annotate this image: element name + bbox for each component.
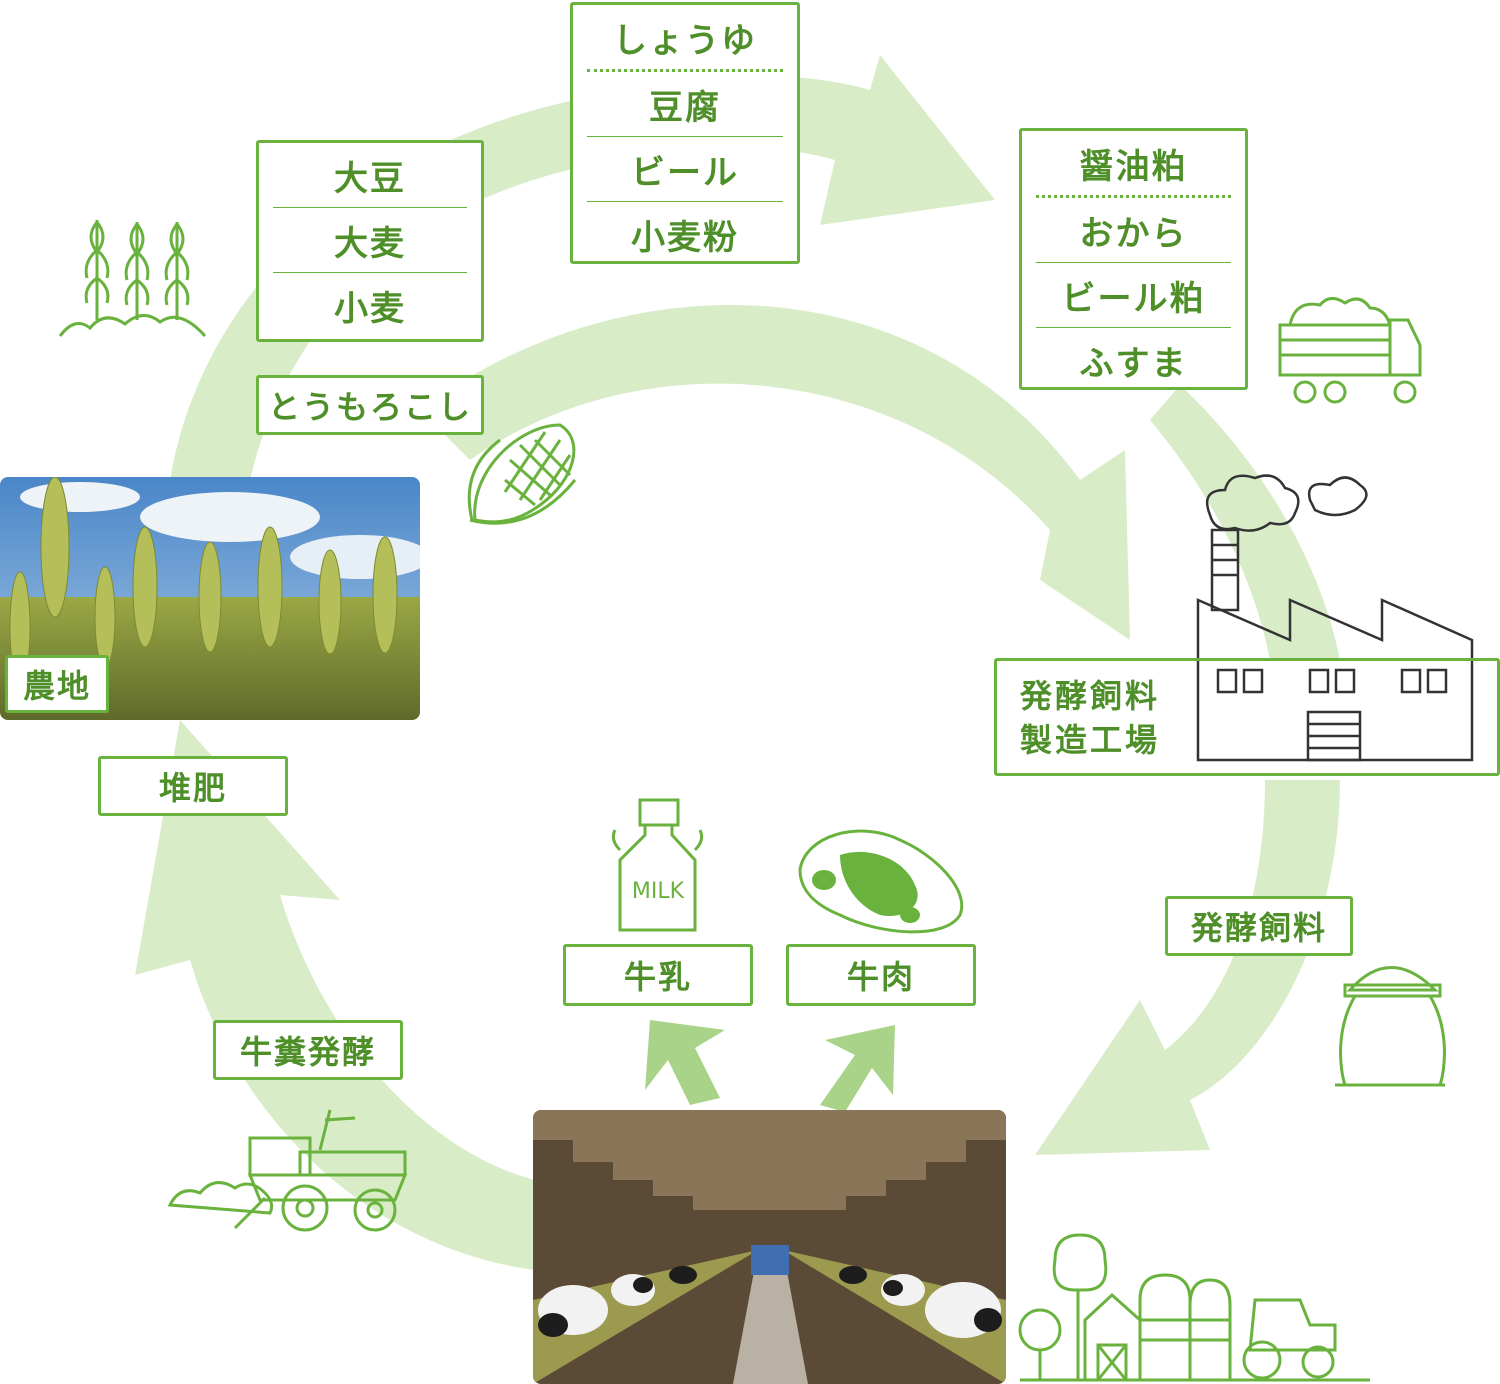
- cow-barn-photo: [533, 1110, 1006, 1384]
- crops-box: 大豆 大麦 小麦: [256, 140, 484, 342]
- fermented-feed-label: 発酵飼料: [1165, 896, 1353, 956]
- beef-label: 牛肉: [786, 944, 976, 1006]
- byproduct-bran: ふすま: [1036, 327, 1231, 392]
- meat-icon: [800, 831, 962, 932]
- food-soy-sauce: しょうゆ: [573, 5, 797, 69]
- byproduct-okara: おから: [1036, 195, 1231, 262]
- crop-barley: 大麦: [273, 207, 467, 272]
- food-tofu: 豆腐: [587, 69, 783, 136]
- foods-box: しょうゆ 豆腐 ビール 小麦粉: [570, 2, 800, 264]
- crop-wheat: 小麦: [273, 272, 467, 337]
- feed-bag-icon: [1335, 968, 1445, 1086]
- milk-bottle-text: MILK: [632, 879, 685, 904]
- factory-label-line1: 発酵飼料: [1020, 674, 1160, 718]
- corn-label: とうもろこし: [256, 375, 484, 435]
- product-arrows: [645, 1020, 895, 1112]
- wheat-icon: [60, 220, 205, 336]
- truck-icon: [1280, 298, 1420, 402]
- byproduct-beer-lees: ビール粕: [1036, 262, 1231, 327]
- byproduct-soy-lees: 醤油粕: [1022, 131, 1245, 195]
- factory-label: 発酵飼料 製造工場: [1020, 674, 1160, 762]
- compost-label: 堆肥: [98, 756, 288, 816]
- milk-label: 牛乳: [563, 944, 753, 1006]
- milk-can-icon: [613, 800, 701, 930]
- farmland-label: 農地: [5, 655, 109, 713]
- farm-icon: [1020, 1235, 1370, 1380]
- factory-label-line2: 製造工場: [1020, 718, 1160, 762]
- food-flour: 小麦粉: [587, 201, 783, 266]
- manure-fermentation-label: 牛糞発酵: [213, 1020, 403, 1080]
- byproducts-box: 醤油粕 おから ビール粕 ふすま: [1019, 128, 1248, 390]
- food-beer: ビール: [587, 136, 783, 201]
- crop-soybean: 大豆: [259, 143, 481, 207]
